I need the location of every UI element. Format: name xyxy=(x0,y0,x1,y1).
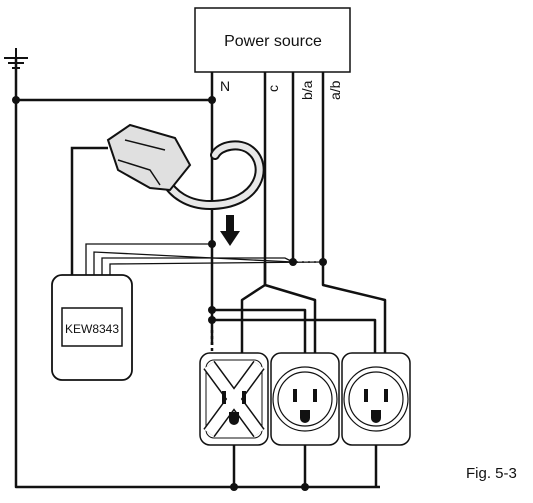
clamp-sensor-icon xyxy=(106,123,265,211)
power-source-box xyxy=(194,7,351,73)
meter-display xyxy=(61,307,123,347)
wire-c-to-outlet xyxy=(240,262,267,355)
outlet-crossed xyxy=(199,352,269,446)
wire-c-to-outlet-2 xyxy=(264,283,317,355)
power-source-label: Power source xyxy=(224,33,322,50)
wire-label-c: c xyxy=(265,85,281,92)
arrow-down-icon xyxy=(220,215,240,246)
outlet-right xyxy=(341,352,411,446)
wire-label-b-a: b/a xyxy=(299,80,315,100)
meter-label: KEW8343 xyxy=(65,322,119,336)
n-branch-1 xyxy=(212,308,307,355)
ground-wire xyxy=(14,58,380,489)
clamp-lead xyxy=(70,146,108,290)
figure-caption: Fig. 5-3 xyxy=(466,465,517,482)
wire-label-a-b: a/b xyxy=(327,80,343,100)
n-branch-2 xyxy=(212,318,377,355)
wire-label-n: N xyxy=(220,78,230,94)
wire-a-b-to-outlet xyxy=(321,262,387,355)
outlet-middle xyxy=(270,352,340,446)
